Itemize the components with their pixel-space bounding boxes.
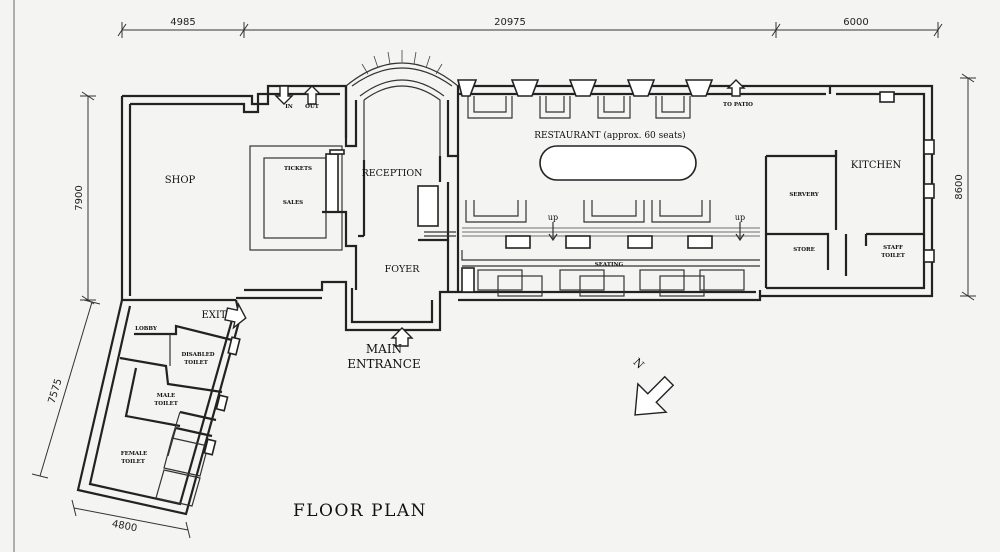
restaurant-area [446,79,760,297]
room-restaurant: RESTAURANT (approx. 60 seats) [534,130,685,141]
out-arrow-icon [302,85,322,105]
room-sales: SALES [283,200,303,206]
dim-top-right: 6000 [843,17,868,28]
room-kitchen: KITCHEN [851,160,902,171]
north-arrow-icon [634,375,675,416]
room-staff-toilet-line-2: TOILET [881,253,906,259]
toilet-block [119,324,241,507]
dim-top-middle: 20975 [494,17,526,28]
room-disabled-toilet-line-1: DISABLED [181,352,214,358]
dim-left-vertical: 7900 [74,185,85,210]
room-male-toilet-line-2: TOILET [154,401,179,407]
main-entrance-arrow-icon [390,327,414,347]
room-female-toilet-line-2: TOILET [121,459,146,465]
room-foyer: FOYER [385,264,421,275]
room-disabled-toilet-line-2: TOILET [184,360,209,366]
dim-bottom: 4800 [111,519,138,535]
to-patio-label: TO PATIO [723,102,753,108]
room-male-toilet-line-1: MALE [157,393,175,399]
kitchen-area [764,91,935,288]
to-patio-arrow-icon [726,79,746,97]
room-seating: SEATING [595,262,624,268]
room-store: STORE [793,247,815,253]
main-entrance-label-1: MAIN [366,342,402,356]
north-arrow [634,375,675,416]
room-lobby: LOBBY [135,326,157,332]
room-tickets: TICKETS [284,166,312,172]
room-female-toilet-line-1: FEMALE [121,451,148,457]
north-label: N [630,356,646,372]
floor-plan-title: FLOOR PLAN [293,501,427,521]
exit-arrow-icon [224,302,247,330]
dim-right-vertical: 8600 [954,174,965,199]
up-label-1: up [548,213,558,222]
in-out-doors [274,85,322,105]
out-label: OUT [305,104,320,110]
room-shop: SHOP [165,175,196,186]
room-reception: RECEPTION [362,168,423,179]
entrance-arch [344,50,460,160]
dimension-lines [31,22,976,539]
restaurant-table [539,145,697,181]
in-arrow-icon [274,85,294,105]
dim-top-left: 4985 [170,17,195,28]
room-staff-toilet-line-1: STAFF [883,245,903,251]
up-arrow-1-icon [548,222,558,242]
reception-area [249,145,456,290]
room-servery: SERVERY [789,192,818,198]
dim-diagonal-left: 7575 [47,377,65,405]
main-entrance-label-2: ENTRANCE [347,357,420,371]
up-arrows [548,222,745,242]
in-label: IN [285,104,293,110]
up-label-2: up [735,213,745,222]
up-arrow-2-icon [735,222,745,242]
exit-label: EXIT [201,310,226,321]
